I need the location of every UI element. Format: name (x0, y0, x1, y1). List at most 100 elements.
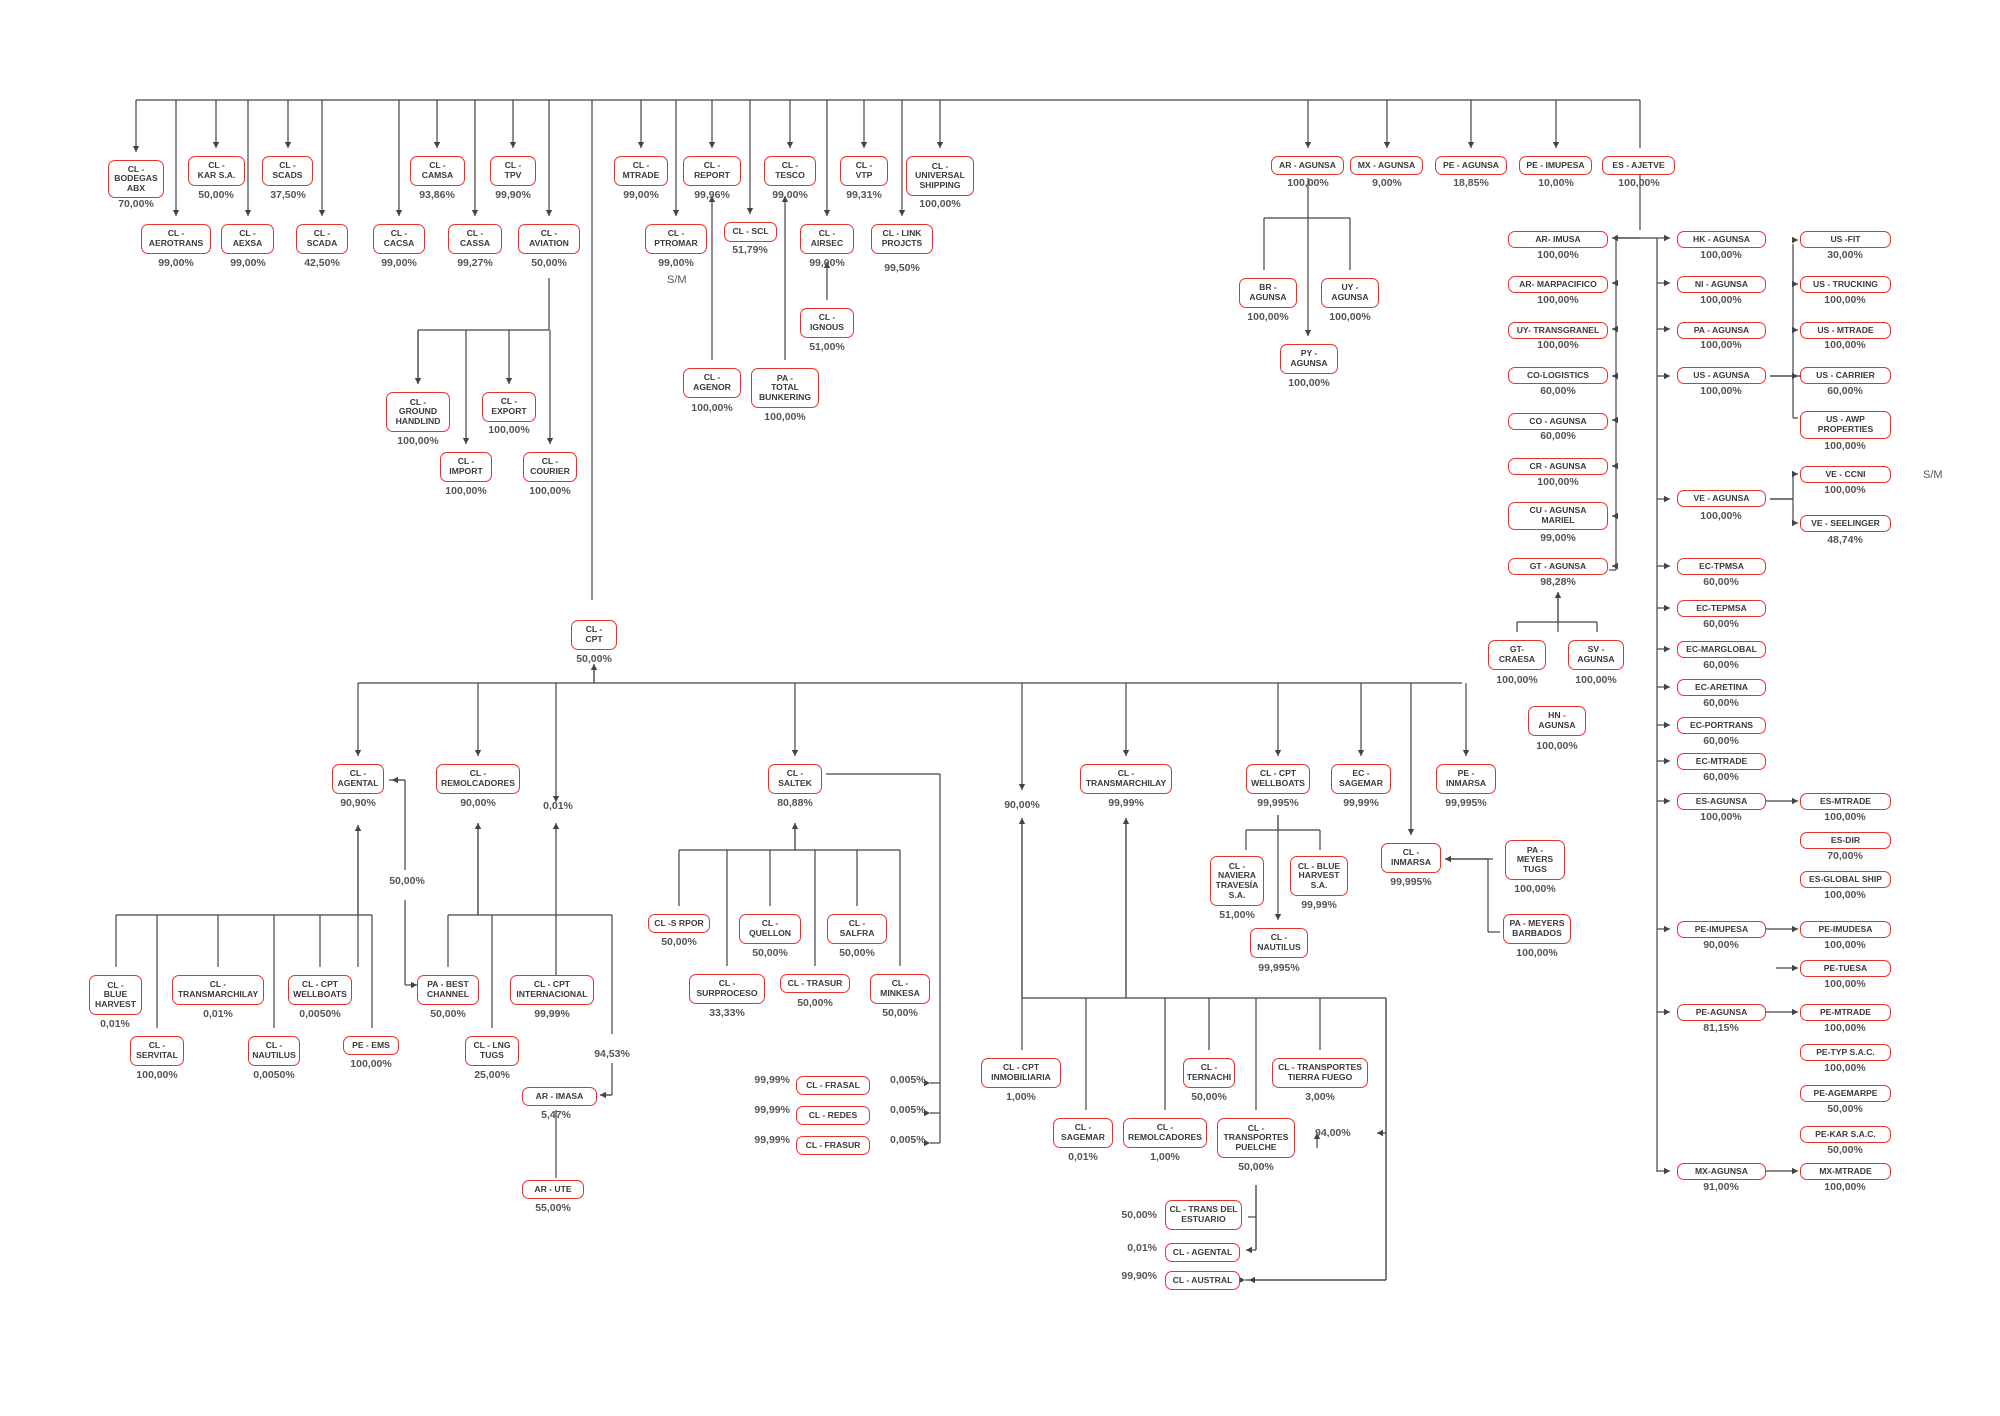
arrowhead (1612, 562, 1618, 570)
entity-node-pe-agunsa-top: PE - AGUNSA (1435, 156, 1507, 175)
entity-node-cpt-wellboats: CL - CPT WELLBOATS (1246, 764, 1310, 794)
arrowhead (1664, 925, 1670, 933)
arrowhead (1249, 1276, 1255, 1284)
entity-node-es-mtrade: ES-MTRADE (1800, 793, 1891, 810)
entity-node-servital: CL - SERVITAL (130, 1036, 184, 1066)
arrowhead (1383, 142, 1391, 148)
arrowhead (1664, 683, 1670, 691)
arrowhead (1612, 279, 1618, 287)
arrowhead (708, 142, 716, 148)
entity-node-ternachi: CL - TERNACHI (1183, 1058, 1235, 1088)
arrowhead (823, 210, 831, 216)
arrowhead (672, 210, 680, 216)
entity-node-es-ajetve: ES - AJETVE (1602, 156, 1675, 175)
arrowhead (924, 1109, 930, 1117)
entity-node-ar-marpacifico: AR- MARPACIFICO (1508, 276, 1608, 293)
arrowhead (1664, 797, 1670, 805)
entity-node-ve-ccni: VE - CCNI (1800, 466, 1891, 483)
entity-node-agental2: CL - AGENTAL (1165, 1243, 1240, 1262)
entity-node-cr-agunsa: CR - AGUNSA (1508, 458, 1608, 475)
ownership-pct-scads: 37,50% (270, 189, 306, 201)
entity-node-remolcadores: CL - REMOLCADORES (436, 764, 520, 794)
ownership-pct-sagemar: 0,01% (1068, 1151, 1098, 1163)
entity-node-ec-tpmsa: EC-TPMSA (1677, 558, 1766, 575)
entity-node-pe-imupesa-top: PE - IMUPESA (1519, 156, 1592, 175)
ownership-pct-naviera: 51,00% (1219, 909, 1255, 921)
entity-node-us-fit: US -FIT (1800, 231, 1891, 248)
ownership-pct-courier: 100,00% (529, 485, 571, 497)
entity-node-redes: CL - REDES (796, 1106, 870, 1125)
arrowhead (1552, 142, 1560, 148)
arrowhead (474, 750, 482, 756)
ownership-pct-uy-transgranel: 100,00% (1537, 339, 1579, 351)
ownership-pct-ar-ute: 55,00% (535, 1202, 571, 1214)
entity-node-pa-best: PA - BEST CHANNEL (417, 975, 479, 1005)
entity-node-mx-agunsa: MX - AGUNSA (1350, 156, 1423, 175)
arrowhead (590, 664, 598, 670)
entity-node-pa-meyers-tugs: PA - MEYERS TUGS (1505, 840, 1565, 880)
entity-node-quellon: CL - QUELLON (739, 914, 801, 944)
ownership-pct-gt-agunsa: 98,28% (1540, 576, 1576, 588)
arrowhead (1792, 925, 1798, 933)
entity-node-co-logistics: CO-LOGISTICS (1508, 367, 1608, 384)
entity-node-es-agunsa: ES-AGUNSA (1677, 793, 1766, 810)
entity-node-pe-typ: PE-TYP S.A.C. (1800, 1044, 1891, 1061)
arrowhead (1357, 750, 1365, 756)
ownership-pct-pe-ems: 100,00% (350, 1058, 392, 1070)
ownership-pct-hn-agunsa: 100,00% (1536, 740, 1578, 752)
arrowhead (395, 210, 403, 216)
arrowhead (354, 750, 362, 756)
ownership-pct-blue-harvest: 0,01% (100, 1018, 130, 1030)
ownership-pct-ni-agunsa: 100,00% (1700, 294, 1742, 306)
ownership-pct-report: 99,96% (694, 189, 730, 201)
note-ve-ccni-sm: S/M (1923, 469, 1943, 481)
ownership-pct-mtrade: 99,00% (623, 189, 659, 201)
arrowhead (1664, 325, 1670, 333)
entity-node-tpv: CL - TPV (490, 156, 536, 186)
entity-node-pe-inmarsa: PE - INMARSA (1436, 764, 1496, 794)
arrowhead (1664, 757, 1670, 765)
arrowhead (1122, 750, 1130, 756)
entity-node-ve-seelinger: VE - SEELINGER (1800, 515, 1891, 532)
ownership-pct-remolcadores: 90,00% (460, 797, 496, 809)
ownership-pct-import: 100,00% (445, 485, 487, 497)
ownership-pct-es-dir: 70,00% (1827, 850, 1863, 862)
ownership-pct-transmarchilay-b: 90,00% (1004, 799, 1040, 811)
entity-node-lng-tugs: CL - LNG TUGS (465, 1036, 519, 1066)
entity-node-scada: CL - SCADA (296, 224, 348, 254)
entity-node-ptromar: CL - PTROMAR (645, 224, 707, 254)
arrowhead (471, 210, 479, 216)
ownership-pct-es-global: 100,00% (1824, 889, 1866, 901)
arrowhead (1407, 829, 1415, 835)
ownership-pct-pe-agemarpe: 50,00% (1827, 1103, 1863, 1115)
entity-node-hk-agunsa: HK - AGUNSA (1677, 231, 1766, 248)
ownership-pct-ec-mtrade: 60,00% (1703, 771, 1739, 783)
ownership-pct-lng-tugs: 25,00% (474, 1069, 510, 1081)
entity-node-cl-inmarsa: CL - INMARSA (1381, 843, 1441, 873)
ownership-pct-austral: 99,90% (1121, 1270, 1157, 1282)
ownership-pct-hk-agunsa: 100,00% (1700, 249, 1742, 261)
arrowhead (1467, 142, 1475, 148)
arrowhead (1313, 1133, 1321, 1139)
entity-node-remolcadores2: CL - REMOLCADORES (1123, 1118, 1207, 1148)
ownership-pct-ec-tepmsa: 60,00% (1703, 618, 1739, 630)
ownership-pct-s-rpor: 50,00% (661, 936, 697, 948)
entity-node-us-carrier: US - CARRIER (1800, 367, 1891, 384)
ownership-pct-agenor: 100,00% (691, 402, 733, 414)
entity-node-totalbunk: PA - TOTAL BUNKERING (751, 368, 819, 408)
entity-node-us-trucking: US - TRUCKING (1800, 276, 1891, 293)
ownership-pct-redes-r: 0,005% (890, 1104, 926, 1116)
entity-node-ec-portrans: EC-PORTRANS (1677, 717, 1766, 734)
entity-node-blue-harvest: CL - BLUE HARVEST (89, 975, 142, 1015)
arrowhead (860, 142, 868, 148)
arrowhead (474, 823, 482, 829)
entity-node-pa-meyers-barb: PA - MEYERS BARBADOS (1503, 914, 1571, 944)
arrowhead (786, 142, 794, 148)
ownership-pct-cpt-int: 99,99% (534, 1008, 570, 1020)
entity-node-cpt: CL - CPT (571, 620, 617, 650)
entity-node-airsec: CL - AIRSEC (800, 224, 854, 254)
entity-node-sagemar: CL - SAGEMAR (1053, 1118, 1113, 1148)
ownership-pct-cpt-wellboats: 99,995% (1257, 797, 1299, 809)
arrowhead (1792, 519, 1798, 527)
entity-node-cacsa: CL - CACSA (373, 224, 425, 254)
